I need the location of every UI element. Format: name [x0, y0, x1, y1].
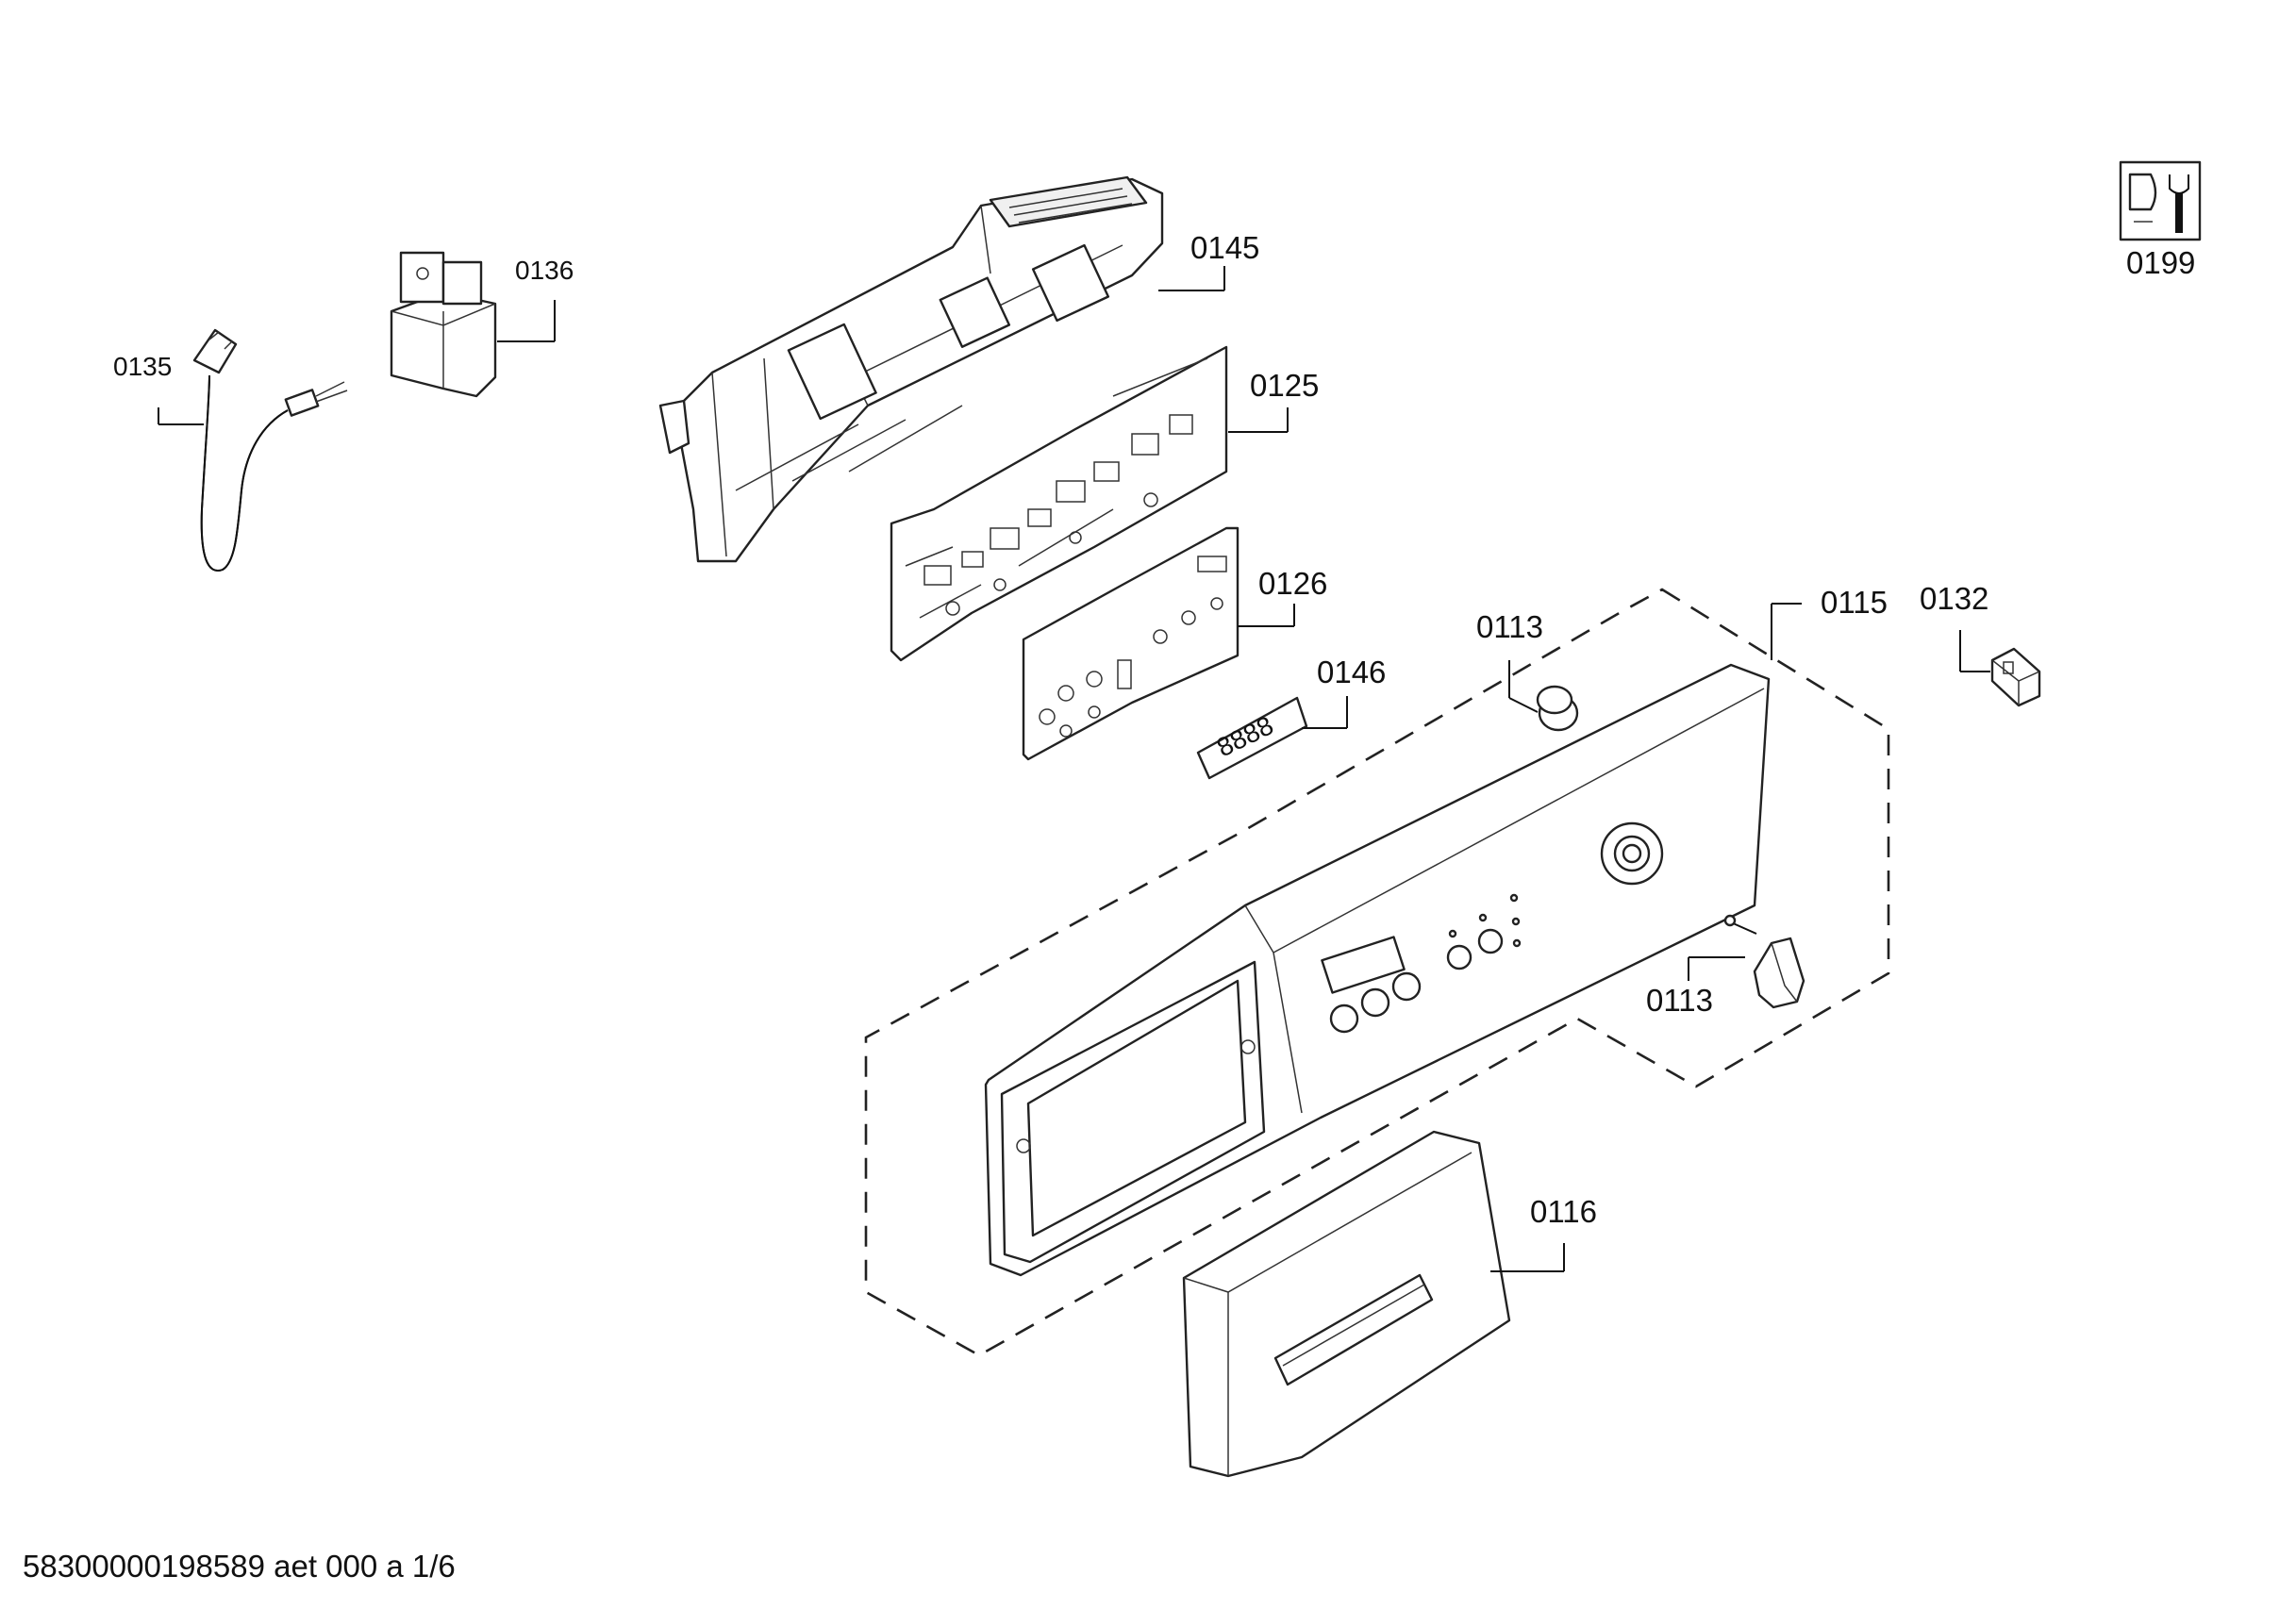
- service-tool-icon: [2119, 160, 2202, 241]
- document-footer: 58300000198589 aet 000 a 1/6: [23, 1549, 456, 1584]
- label-0146: 0146: [1317, 655, 1386, 689]
- label-0115: 0115: [1821, 585, 1888, 620]
- label-0126: 0126: [1258, 566, 1327, 601]
- knob-part-top: [1508, 660, 1579, 732]
- label-0113-top: 0113: [1476, 609, 1543, 644]
- label-0145: 0145: [1190, 230, 1259, 265]
- power-cord-part: [158, 328, 348, 572]
- assembly-boundary: [864, 588, 1890, 1357]
- label-0116: 0116: [1530, 1194, 1597, 1229]
- dispenser-drawer-part: [1182, 1130, 1565, 1478]
- main-pcb-part: [890, 345, 1289, 662]
- interference-filter-part: [390, 251, 556, 398]
- label-0199: 0199: [2126, 245, 2195, 280]
- label-0125: 0125: [1250, 368, 1319, 403]
- lcd-display-part: 8888: [1196, 696, 1348, 780]
- control-fascia-part: [984, 603, 1802, 1277]
- label-0113-bottom: 0113: [1646, 983, 1713, 1018]
- clip-part: [1959, 630, 2041, 707]
- display-pcb-part: [1022, 526, 1295, 761]
- label-0136: 0136: [515, 256, 574, 285]
- module-housing-part: [658, 175, 1225, 563]
- label-0135: 0135: [113, 352, 172, 381]
- knob-part-bottom: [1688, 914, 1805, 1009]
- label-0132: 0132: [1920, 581, 1988, 616]
